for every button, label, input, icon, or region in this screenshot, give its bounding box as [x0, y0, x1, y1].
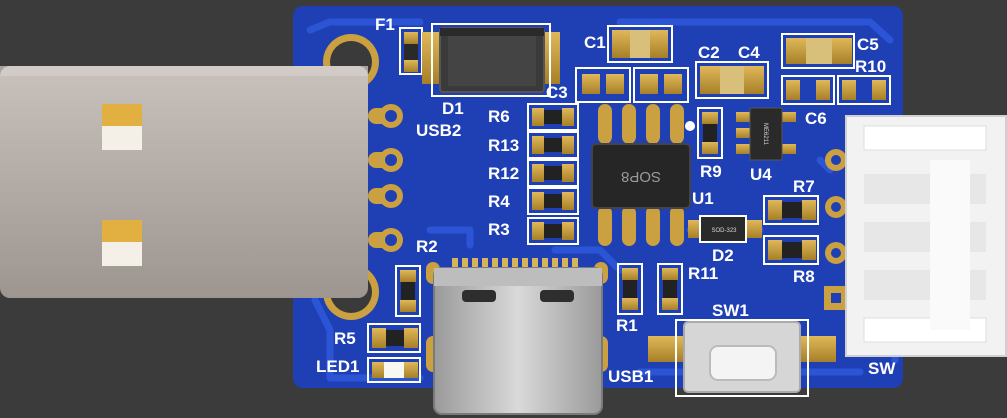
label-usb2: USB2 [416, 121, 461, 140]
label-r2: R2 [416, 237, 438, 256]
resistor-r1 [617, 263, 643, 315]
label-r3: R3 [488, 220, 510, 239]
label-d2: D2 [712, 246, 734, 265]
label-c1: C1 [584, 33, 606, 52]
label-r8: R8 [793, 267, 815, 286]
label-u4: U4 [750, 165, 772, 184]
usb-a-plug [0, 66, 368, 298]
capacitor-c5 [781, 33, 855, 69]
switch-sw1 [648, 319, 836, 397]
label-r7: R7 [793, 177, 815, 196]
resistor-r8 [763, 235, 819, 265]
label-c3: C3 [546, 83, 568, 102]
resistor-r5 [367, 323, 421, 353]
label-c5: C5 [857, 35, 879, 54]
label-r11: R11 [688, 264, 718, 283]
diode-d2: SOD-323 [688, 215, 762, 243]
label-r9: R9 [700, 162, 722, 181]
label-r4: R4 [488, 192, 510, 211]
label-c2: C2 [698, 43, 720, 62]
led-led1 [367, 357, 421, 383]
jst-connector [824, 115, 1007, 357]
d2-marking: SOD-323 [711, 228, 737, 234]
label-r12: R12 [488, 164, 519, 183]
usb2-pins [368, 104, 403, 252]
ic-u1: SOP8 [591, 104, 695, 246]
label-r13: R13 [488, 136, 519, 155]
resistor-r2 [395, 265, 421, 317]
label-c6: C6 [805, 109, 827, 128]
fuse-f1 [399, 27, 423, 75]
label-f1: F1 [375, 15, 395, 34]
label-r6: R6 [488, 107, 510, 126]
svg-text:ME6211: ME6211 [762, 123, 768, 146]
capacitor-c1 [607, 25, 673, 63]
diode-d1 [422, 23, 560, 97]
label-r1: R1 [616, 316, 638, 335]
label-c4: C4 [738, 43, 760, 62]
label-sw1: SW1 [712, 301, 749, 320]
label-d1: D1 [442, 99, 464, 118]
label-led1: LED1 [316, 357, 359, 376]
label-usb1: USB1 [608, 367, 653, 386]
u1-marking: SOP8 [621, 168, 661, 185]
label-u1: U1 [692, 189, 714, 208]
label-r10: R10 [855, 57, 886, 76]
label-sw2: SW [868, 359, 896, 378]
usb-c-connector [426, 258, 608, 415]
label-r5: R5 [334, 329, 356, 348]
resistor-stack [527, 103, 579, 245]
capacitor-c2-c4 [695, 61, 769, 99]
resistor-r10 [781, 75, 891, 105]
silkscreen-labels: F1 D1 C1 C2 C4 C5 R10 C3 USB2 R6 R13 R12… [316, 15, 896, 386]
capacitor-c3 [575, 67, 689, 103]
ic-u4: ME6211 [736, 107, 796, 161]
resistor-r11 [657, 263, 683, 315]
resistor-r7 [763, 195, 819, 225]
resistor-r9 [697, 107, 723, 159]
